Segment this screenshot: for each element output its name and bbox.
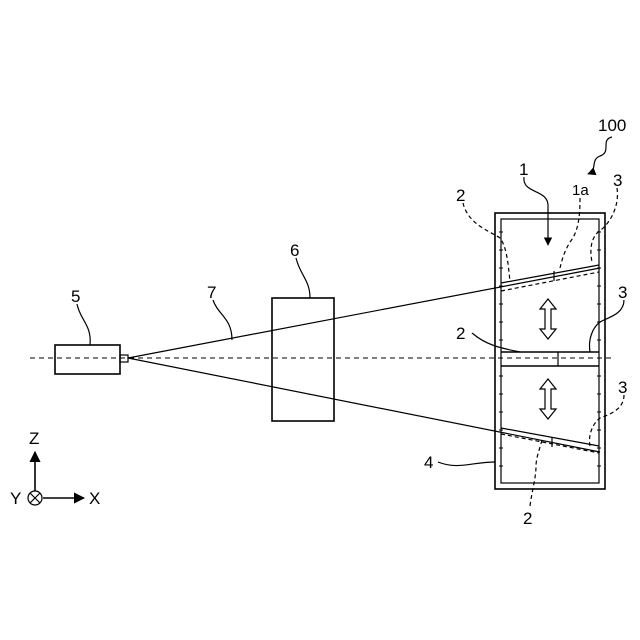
label-support-bottom: 3 xyxy=(618,378,627,397)
label-film-mid: 2 xyxy=(456,324,465,343)
double-arrow-lower xyxy=(540,379,556,419)
label-filter: 6 xyxy=(290,241,299,260)
double-arrow-upper xyxy=(540,299,556,339)
label-object: 1 xyxy=(519,160,528,179)
axis-label-z: Z xyxy=(29,429,39,448)
beam-ray-lower xyxy=(128,358,600,452)
axis-label-x: X xyxy=(89,489,100,508)
axis-label-y: Y xyxy=(10,489,21,508)
x-ray-source xyxy=(55,345,128,374)
label-support-top: 3 xyxy=(613,171,622,190)
label-frame: 4 xyxy=(424,453,433,472)
label-beam: 7 xyxy=(207,283,216,302)
label-film-bottom: 2 xyxy=(523,509,532,528)
label-support-mid: 3 xyxy=(618,283,627,302)
outer-frame xyxy=(495,213,605,489)
filter-block xyxy=(272,298,334,421)
label-device: 100 xyxy=(598,116,626,135)
label-object-tip: 1a xyxy=(572,182,589,199)
leader-lines xyxy=(77,137,624,506)
y-axis-into-page-icon xyxy=(28,491,42,505)
coordinate-axes xyxy=(28,452,84,505)
middle-film xyxy=(501,352,599,366)
label-source: 5 xyxy=(71,287,80,306)
label-film-top: 2 xyxy=(456,186,465,205)
